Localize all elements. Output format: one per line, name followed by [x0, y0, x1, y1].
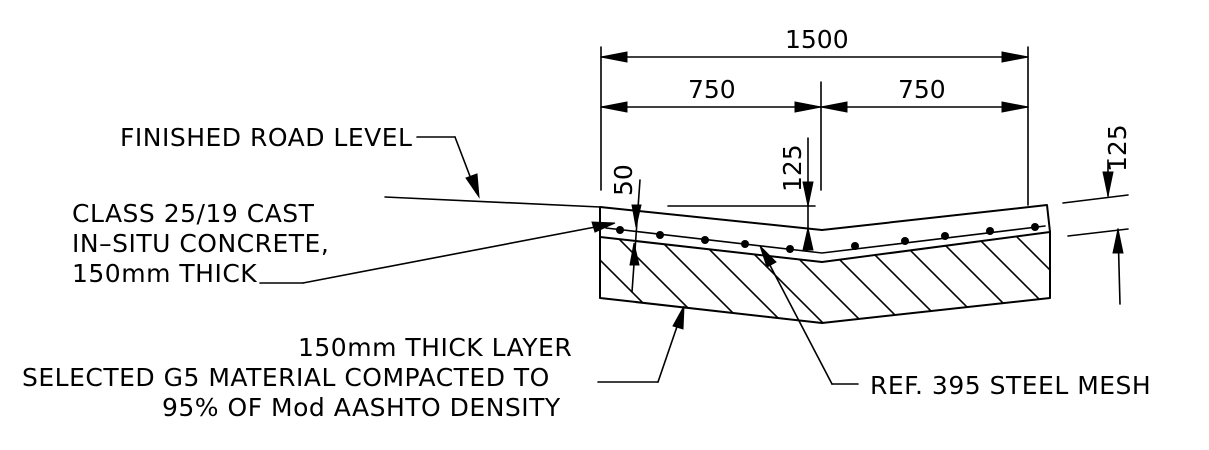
subbase-hatching — [600, 232, 1050, 323]
label-layer-line1: 150mm THICK LAYER — [298, 333, 572, 362]
top-dimensions — [600, 46, 1029, 206]
finished-road-level-leader — [384, 136, 601, 208]
label-steel-mesh: REF. 395 STEEL MESH — [870, 371, 1151, 400]
subbase-layer — [599, 231, 1051, 324]
mesh-cover-dimension — [629, 179, 642, 293]
label-finished-road-level: FINISHED ROAD LEVEL — [120, 123, 412, 152]
label-concrete-line2: IN–SITU CONCRETE, — [72, 229, 329, 258]
crown-drop-dimension — [667, 137, 816, 251]
dim-crown-drop: 125 — [778, 144, 807, 192]
dim-half-left: 750 — [688, 75, 736, 104]
label-concrete-line1: CLASS 25/19 CAST — [72, 199, 315, 228]
steel-mesh — [605, 223, 1046, 254]
dim-half-right: 750 — [898, 75, 946, 104]
dim-overall-width: 1500 — [785, 25, 849, 54]
subbase-leader — [597, 305, 685, 383]
label-layer-line2: SELECTED G5 MATERIAL COMPACTED TO — [22, 363, 550, 392]
dim-slab-depth: 125 — [1103, 124, 1132, 172]
label-concrete-line3: 150mm THICK — [72, 259, 257, 288]
steel-mesh-leader — [759, 245, 859, 385]
concrete-leader — [259, 221, 616, 284]
label-layer-line3: 95% OF Mod AASHTO DENSITY — [162, 393, 561, 422]
slab-depth-dimension — [1102, 159, 1124, 305]
dim-mesh-cover: 50 — [609, 164, 638, 196]
